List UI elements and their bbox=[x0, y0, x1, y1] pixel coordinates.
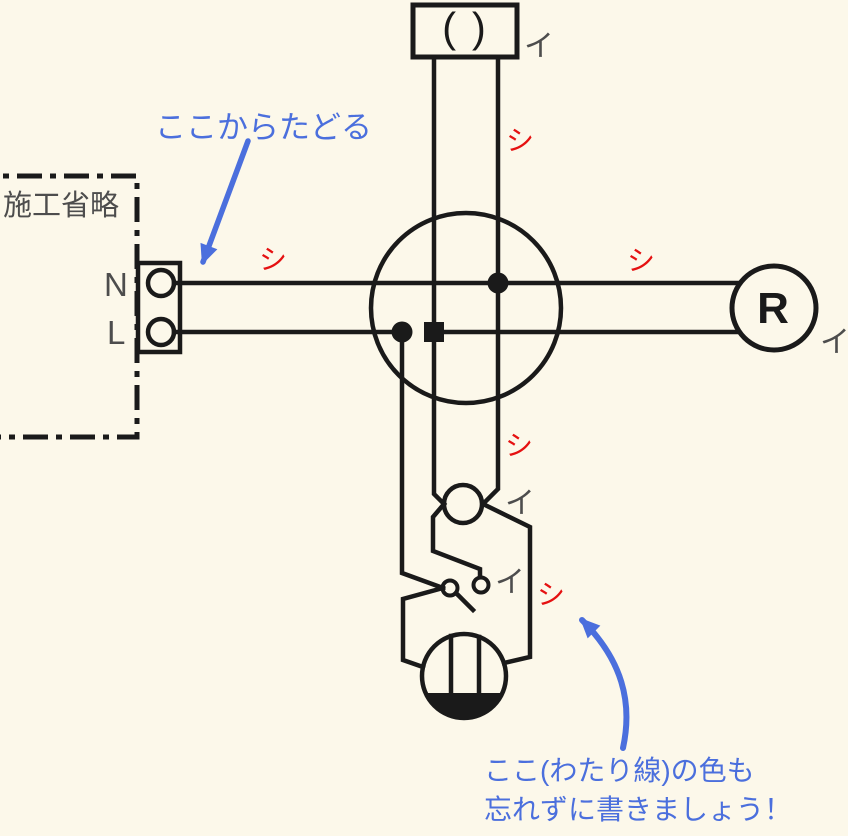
wire-color-mark-rosette: シ bbox=[506, 125, 534, 156]
pilot-lamp-circle bbox=[441, 482, 485, 526]
switch-contact-left bbox=[440, 578, 460, 598]
ceiling-rosette-symbol: ( ) bbox=[442, 4, 488, 51]
wire-live-to-switch bbox=[399, 329, 446, 591]
wire-color-mark-receptacle: シ bbox=[627, 245, 655, 276]
joint-connector-square bbox=[424, 322, 444, 342]
junction-box-circle bbox=[368, 210, 564, 406]
lamp-receptacle-circuit-label: イ bbox=[820, 326, 848, 359]
wire-color-mark-pilot: シ bbox=[505, 430, 533, 461]
wire-watari-pilot-to-switch bbox=[430, 500, 483, 580]
wire-color-mark-source-neutral: シ bbox=[259, 244, 287, 275]
terminal-l-screw bbox=[145, 316, 177, 348]
lamp-receptacle-circle bbox=[729, 263, 819, 353]
wire-watari-neutral-to-outlet bbox=[479, 500, 533, 666]
terminal-block bbox=[135, 260, 183, 355]
lamp-receptacle-symbol: R bbox=[757, 284, 789, 333]
switch-blade bbox=[452, 589, 477, 614]
construction-omitted-label: 施工省略 bbox=[3, 189, 119, 222]
switch-contact-right bbox=[471, 575, 491, 595]
annotation-watari-note-line1: ここ(わたり線)の色も bbox=[484, 755, 755, 786]
joint-ring-sleeve-dot-neutral bbox=[487, 272, 509, 294]
terminal-n-screw bbox=[145, 267, 177, 299]
pilot-lamp-circuit-label: イ bbox=[505, 487, 535, 520]
switch-circuit-label: イ bbox=[495, 566, 525, 599]
terminal-n-label: N bbox=[104, 266, 128, 303]
annotation-arrow-watari bbox=[579, 617, 630, 751]
annotation-arrow-start-here bbox=[200, 138, 251, 265]
annotation-start-here: ここからたどる bbox=[155, 110, 372, 145]
wire-switch-to-outlet bbox=[400, 585, 446, 670]
wire-color-mark-watari: シ bbox=[537, 579, 565, 610]
annotation-watari-note-line2: 忘れずに書きましょう！ bbox=[484, 794, 792, 825]
ceiling-rosette-box bbox=[410, 2, 520, 60]
outlet-circle bbox=[419, 631, 509, 721]
wire-rosette-right-neutral bbox=[479, 54, 501, 508]
terminal-l-label: L bbox=[107, 314, 125, 351]
wire-rosette-left-to-pilot bbox=[431, 54, 448, 508]
ceiling-rosette-circuit-label: イ bbox=[524, 30, 554, 63]
joint-ring-sleeve-dot-live bbox=[391, 321, 413, 343]
outlet-filled-base bbox=[425, 693, 503, 718]
